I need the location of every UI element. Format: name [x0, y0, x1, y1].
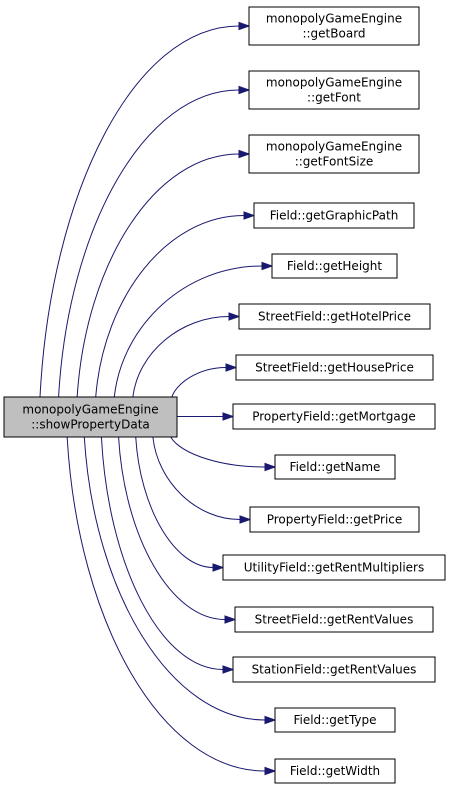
- node-station-get-rent-values-box: [232, 656, 436, 683]
- node-get-rent-multipliers-label-1: UtilityField::getRentMultipliers: [244, 561, 424, 575]
- node-get-house-price-box: [235, 354, 434, 381]
- node-get-font[interactable]: monopolyGameEngine::getFont: [248, 70, 420, 110]
- node-street-get-rent-values-box: [234, 606, 434, 633]
- node-get-font-size[interactable]: monopolyGameEngine::getFontSize: [248, 134, 420, 174]
- node-get-type-box: [274, 707, 396, 733]
- edge-to-get-mortgage: [177, 412, 235, 421]
- edge-to-get-name: [168, 432, 277, 472]
- edge-to-get-height: [113, 261, 274, 398]
- edge-to-get-house-price: [170, 363, 238, 402]
- node-get-board-box: [248, 6, 420, 46]
- call-edges: [39, 21, 277, 776]
- node-get-hotel-price-box: [238, 303, 431, 330]
- edge-to-get-width: [66, 436, 277, 776]
- edge-to-get-font-size: [76, 149, 251, 398]
- node-show-property-data[interactable]: monopolyGameEngine::showPropertyData: [3, 396, 178, 438]
- edge-to-get-price: [152, 436, 252, 524]
- edge-to-get-graphic-path: [95, 211, 256, 398]
- edge-to-street-get-rent-values: [118, 436, 237, 624]
- node-get-font-label-1: monopolyGameEngine: [266, 76, 402, 90]
- node-get-height-box: [271, 253, 398, 279]
- node-get-board-label-2: ::getBoard: [302, 27, 365, 41]
- node-get-name[interactable]: Field::getName: [274, 454, 396, 480]
- node-get-graphic-path[interactable]: Field::getGraphicPath: [253, 202, 415, 229]
- node-show-property-data-label-2: ::showPropertyData: [31, 418, 150, 432]
- node-get-width-label-1: Field::getWidth: [290, 764, 380, 778]
- node-get-graphic-path-box: [253, 202, 415, 229]
- node-get-mortgage-box: [232, 403, 436, 430]
- edge-to-get-board: [39, 21, 251, 398]
- node-get-type[interactable]: Field::getType: [274, 707, 396, 733]
- node-get-mortgage-label-1: PropertyField::getMortgage: [252, 410, 416, 424]
- node-get-house-price-label-1: StreetField::getHousePrice: [255, 361, 414, 375]
- node-get-width-box: [274, 758, 396, 784]
- node-street-get-rent-values[interactable]: StreetField::getRentValues: [234, 606, 434, 633]
- node-station-get-rent-values[interactable]: StationField::getRentValues: [232, 656, 436, 683]
- node-get-hotel-price-label-1: StreetField::getHotelPrice: [258, 310, 411, 324]
- edge-to-get-type: [83, 436, 277, 725]
- node-get-type-label-1: Field::getType: [293, 713, 376, 727]
- node-get-graphic-path-label-1: Field::getGraphicPath: [270, 209, 399, 223]
- node-get-font-label-2: ::getFont: [307, 91, 361, 105]
- edge-to-get-font: [58, 85, 251, 398]
- node-get-board-label-1: monopolyGameEngine: [266, 12, 402, 26]
- node-get-hotel-price[interactable]: StreetField::getHotelPrice: [238, 303, 431, 330]
- node-get-width[interactable]: Field::getWidth: [274, 758, 396, 784]
- node-get-font-size-box: [248, 134, 420, 174]
- node-get-height-label-1: Field::getHeight: [287, 259, 382, 273]
- node-get-name-label-1: Field::getName: [290, 460, 381, 474]
- node-get-board[interactable]: monopolyGameEngine::getBoard: [248, 6, 420, 46]
- node-get-house-price[interactable]: StreetField::getHousePrice: [235, 354, 434, 381]
- node-get-price[interactable]: PropertyField::getPrice: [249, 506, 420, 533]
- node-get-price-box: [249, 506, 420, 533]
- node-station-get-rent-values-label-1: StationField::getRentValues: [252, 663, 417, 677]
- node-get-mortgage[interactable]: PropertyField::getMortgage: [232, 403, 436, 430]
- edge-to-station-get-rent-values: [100, 436, 235, 674]
- call-nodes: monopolyGameEngine::showPropertyDatamono…: [3, 6, 446, 784]
- node-get-name-box: [274, 454, 396, 480]
- node-get-rent-multipliers[interactable]: UtilityField::getRentMultipliers: [222, 554, 446, 581]
- node-get-rent-multipliers-box: [222, 554, 446, 581]
- node-get-price-label-1: PropertyField::getPrice: [267, 513, 403, 527]
- edge-to-get-rent-multipliers: [135, 436, 225, 572]
- node-street-get-rent-values-label-1: StreetField::getRentValues: [255, 613, 414, 627]
- node-show-property-data-box: [3, 396, 178, 438]
- node-get-font-size-label-2: ::getFontSize: [295, 155, 374, 169]
- node-get-height[interactable]: Field::getHeight: [271, 253, 398, 279]
- edge-to-get-hotel-price: [132, 312, 241, 398]
- node-get-font-box: [248, 70, 420, 110]
- node-show-property-data-label-1: monopolyGameEngine: [22, 403, 158, 417]
- node-get-font-size-label-1: monopolyGameEngine: [266, 140, 402, 154]
